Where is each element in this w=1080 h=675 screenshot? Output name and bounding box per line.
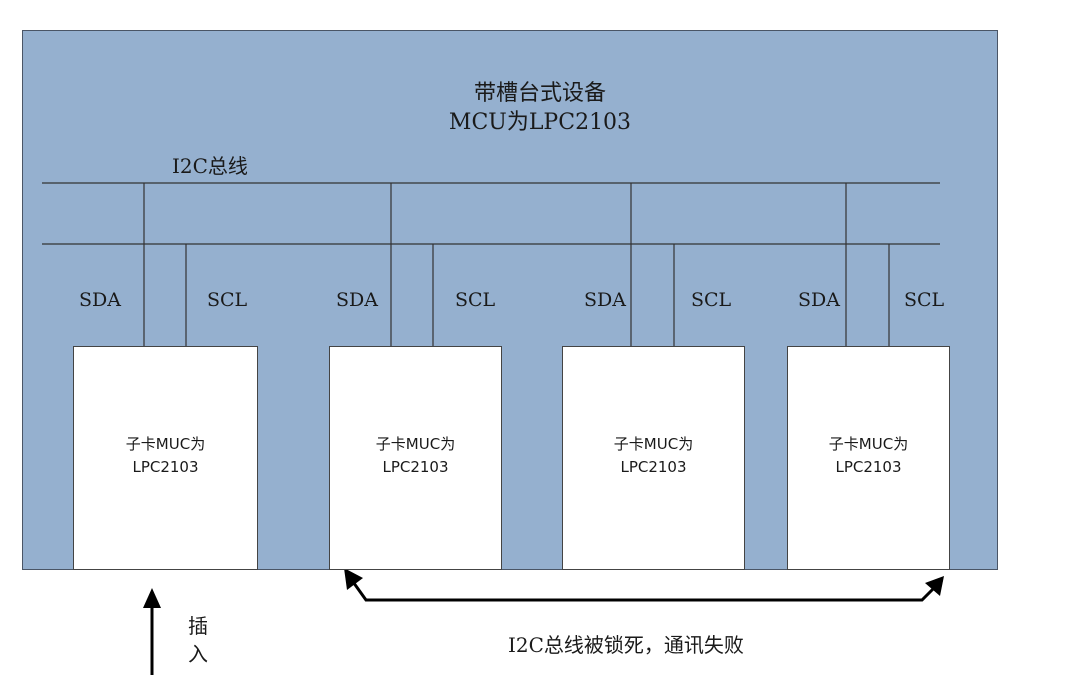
- lock-arrowhead-left: [344, 568, 363, 590]
- card2-scl-label: SCL: [455, 289, 496, 311]
- bus-locked-note: I2C总线被锁死，通讯失败: [508, 633, 744, 657]
- card-chip-line: LPC2103: [132, 458, 199, 476]
- card4-scl-label: SCL: [904, 289, 945, 311]
- card-label: 子卡MUC为 LPC2103: [330, 433, 501, 479]
- device-mcu-label: MCU为LPC2103: [448, 110, 632, 135]
- lock-bracket: [344, 571, 944, 602]
- card1-sda-label: SDA: [79, 289, 121, 311]
- insert-label-char2: 入: [188, 642, 208, 666]
- card-mcu-line: 子卡MUC为: [125, 435, 206, 453]
- i2c-bus-label: I2C总线: [172, 154, 248, 178]
- insert-label-char1: 插: [188, 614, 208, 638]
- card4-sda-label: SDA: [798, 289, 840, 311]
- card1-scl-label: SCL: [207, 289, 248, 311]
- insert-arrowhead: [143, 588, 161, 608]
- card2-sda-label: SDA: [336, 289, 378, 311]
- daughter-card-2: 子卡MUC为 LPC2103: [329, 346, 502, 570]
- card-label: 子卡MUC为 LPC2103: [74, 433, 257, 479]
- daughter-card-4: 子卡MUC为 LPC2103: [787, 346, 950, 570]
- daughter-card-3: 子卡MUC为 LPC2103: [562, 346, 745, 570]
- card-chip-line: LPC2103: [620, 458, 687, 476]
- device-title: 带槽台式设备: [473, 81, 606, 106]
- card3-scl-label: SCL: [691, 289, 732, 311]
- card-mcu-line: 子卡MUC为: [375, 435, 456, 453]
- card3-sda-label: SDA: [584, 289, 626, 311]
- card-mcu-line: 子卡MUC为: [828, 435, 909, 453]
- card-chip-line: LPC2103: [382, 458, 449, 476]
- card-mcu-line: 子卡MUC为: [613, 435, 694, 453]
- card-chip-line: LPC2103: [835, 458, 902, 476]
- lock-arrowhead-right: [925, 576, 944, 596]
- card-label: 子卡MUC为 LPC2103: [788, 433, 949, 479]
- daughter-card-1: 子卡MUC为 LPC2103: [73, 346, 258, 570]
- card-label: 子卡MUC为 LPC2103: [563, 433, 744, 479]
